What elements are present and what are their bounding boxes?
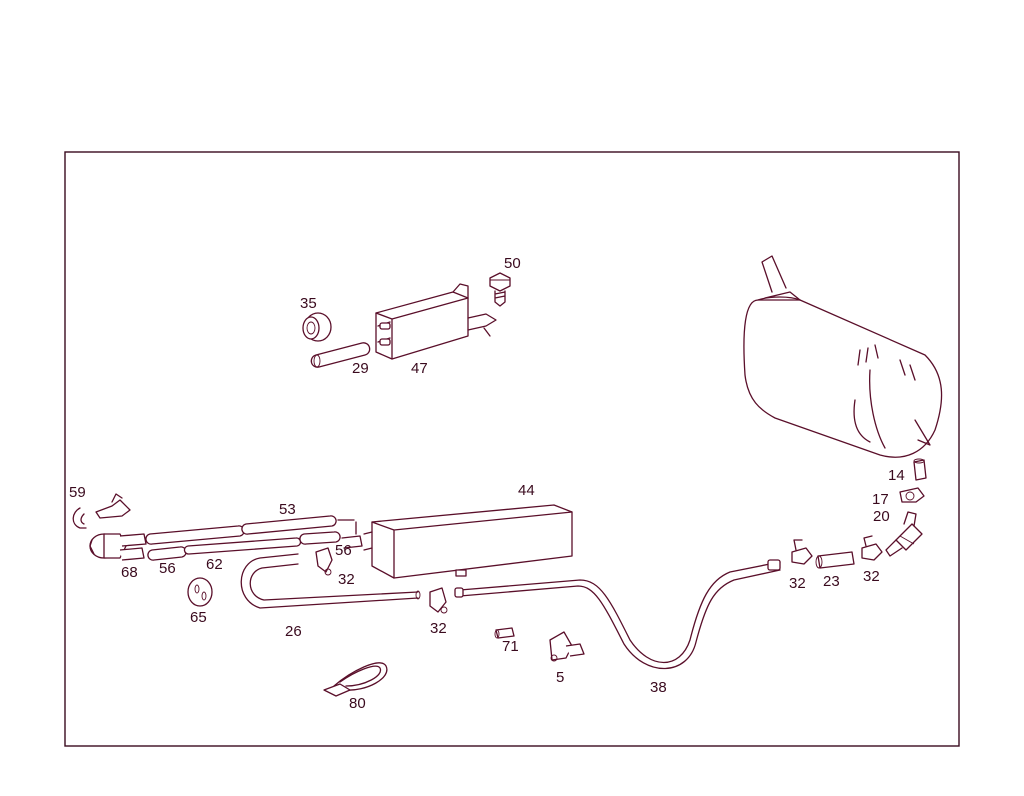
callout-65: 65 [190, 609, 207, 626]
callout-23: 23 [823, 573, 840, 590]
part-26-hose [240, 553, 421, 609]
part-20-valve [885, 511, 923, 557]
part-29-tube [310, 342, 371, 368]
part-44-canister [363, 504, 573, 579]
callout-26: 26 [285, 623, 302, 640]
part-56-tube-left [147, 546, 187, 561]
part-23-hose [815, 551, 855, 569]
callout-62: 62 [206, 556, 223, 573]
part-53-tubes [145, 515, 357, 545]
part-47-small-canister [375, 283, 497, 360]
callout-53: 53 [279, 501, 296, 518]
callout-32-mid-right: 32 [789, 575, 806, 592]
part-32-clamp-right [861, 535, 883, 561]
callout-14: 14 [888, 467, 905, 484]
part-59-elbow [72, 493, 131, 529]
part-80-strap [323, 662, 388, 697]
part-35-grommet [302, 312, 332, 342]
diagram-frame [64, 151, 960, 747]
part-5-clamp [549, 631, 585, 662]
part-38-pipe [454, 559, 781, 670]
callout-32-mid: 32 [430, 620, 447, 637]
fuel-tank [743, 255, 943, 458]
callout-5: 5 [556, 669, 564, 686]
callout-17: 17 [872, 491, 889, 508]
callout-20: 20 [873, 508, 890, 525]
callout-59: 59 [69, 484, 86, 501]
callout-29: 29 [352, 360, 369, 377]
part-32-clamp-mid [429, 587, 448, 614]
callout-32-right: 32 [863, 568, 880, 585]
callout-50: 50 [504, 255, 521, 272]
callout-44: 44 [518, 482, 535, 499]
callout-80: 80 [349, 695, 366, 712]
callout-68: 68 [121, 564, 138, 581]
callout-47: 47 [411, 360, 428, 377]
callout-35: 35 [300, 295, 317, 312]
part-32-clamp-mid-right [791, 539, 813, 565]
callout-38: 38 [650, 679, 667, 696]
part-62-tube [183, 537, 302, 555]
callout-71: 71 [502, 638, 519, 655]
part-65-grommet [187, 577, 213, 607]
callout-56-right: 56 [335, 542, 352, 559]
part-71-tube [494, 627, 515, 639]
part-68-valve [89, 533, 147, 561]
callout-32-left: 32 [338, 571, 355, 588]
part-32-clamp-left [315, 547, 333, 576]
part-56-tube-right [299, 531, 363, 549]
part-17-clip [899, 487, 925, 503]
part-50-bolt [489, 272, 511, 307]
callout-56-left: 56 [159, 560, 176, 577]
part-14-tube [913, 458, 927, 481]
